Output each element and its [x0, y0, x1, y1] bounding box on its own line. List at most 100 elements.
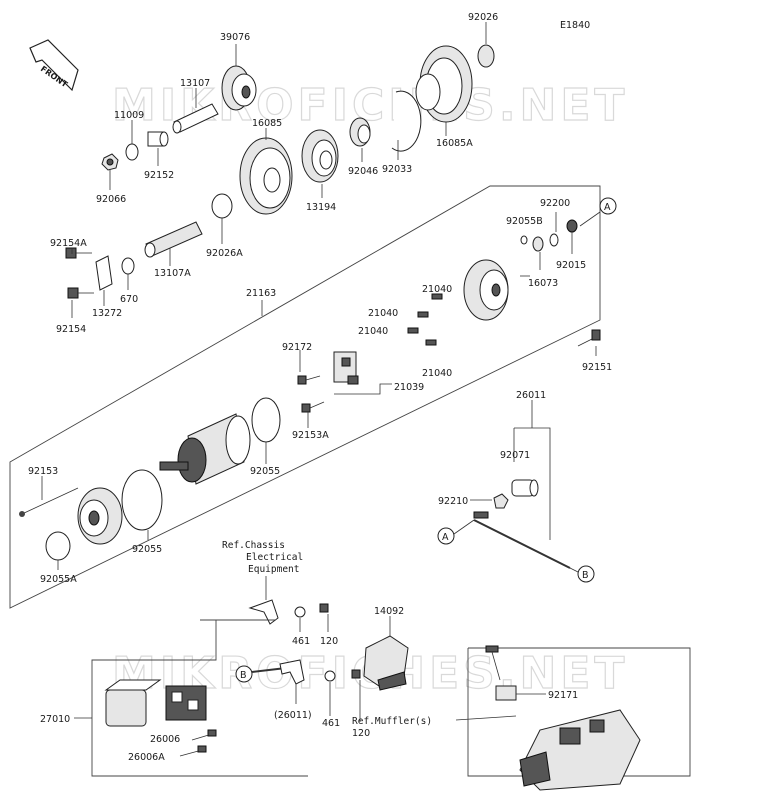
gear-16085-icon — [239, 137, 293, 215]
label-461-upper: 461 — [292, 636, 310, 647]
clamp-92171-icon — [495, 685, 517, 701]
marker-a-bottom — [437, 527, 455, 545]
boot-92071-icon — [511, 479, 539, 497]
nut-92210-icon — [493, 493, 509, 509]
label-92066: 92066 — [96, 194, 126, 205]
shaft-13107A-icon — [144, 221, 203, 258]
label-21040-a: 21040 — [422, 284, 452, 295]
washer-461-lower-icon — [324, 670, 336, 682]
label-92071: 92071 — [500, 450, 530, 461]
o-ring-92055-lower-icon — [121, 469, 163, 531]
marker-b-right — [577, 565, 595, 583]
label-120-lower: 120 — [352, 728, 370, 739]
ref-chassis-line2: Electrical — [246, 552, 303, 563]
label-92153: 92153 — [28, 466, 58, 477]
label-92151: 92151 — [582, 362, 612, 373]
terminal-26006A-icon — [179, 745, 207, 757]
clutch-13194-icon — [301, 129, 339, 183]
collar-92152-icon — [147, 131, 169, 147]
label-26011-paren: (26011) — [274, 710, 312, 721]
bolt-92151-icon — [577, 329, 601, 347]
bracket-upper-icon — [248, 599, 279, 625]
gear-39076-icon — [221, 65, 257, 111]
label-92172: 92172 — [282, 342, 312, 353]
washer-11009-icon — [125, 143, 139, 161]
label-16085: 16085 — [252, 118, 282, 129]
label-21040-c: 21040 — [358, 326, 388, 337]
label-120-upper: 120 — [320, 636, 338, 647]
bracket-13272-icon — [95, 255, 113, 291]
label-92153A: 92153A — [292, 430, 329, 441]
label-13107A: 13107A — [154, 268, 191, 279]
label-92154: 92154 — [56, 324, 86, 335]
label-92015: 92015 — [556, 260, 586, 271]
label-21163: 21163 — [246, 288, 276, 299]
label-92152: 92152 — [144, 170, 174, 181]
label-461-lower: 461 — [322, 718, 340, 729]
label-92033: 92033 — [382, 164, 412, 175]
label-13107: 13107 — [180, 78, 210, 89]
label-92055A: 92055A — [40, 574, 77, 585]
label-670: 670 — [120, 294, 138, 305]
washer-461-upper-icon — [294, 606, 306, 618]
gear-16085A-icon — [415, 45, 473, 123]
label-26006A: 26006A — [128, 752, 165, 763]
label-92046: 92046 — [348, 166, 378, 177]
label-16085A: 16085A — [436, 138, 473, 149]
snap-ring-92033-icon — [391, 90, 422, 152]
label-39076: 39076 — [220, 32, 250, 43]
ring-670-icon — [121, 257, 135, 275]
label-21039: 21039 — [394, 382, 424, 393]
brush-holder-21039-icon — [333, 351, 359, 385]
bolt-120-upper-icon — [319, 603, 329, 613]
label-92210: 92210 — [438, 496, 468, 507]
label-92154A: 92154A — [50, 238, 87, 249]
ref-chassis-line3: Equipment — [248, 564, 299, 575]
marker-b-bottom-label: B — [240, 670, 247, 681]
starter-cable-icon — [473, 519, 571, 569]
marker-a-top-label: A — [604, 202, 611, 213]
diagram-code: E1840 — [560, 20, 590, 31]
washer-92026A-icon — [211, 193, 233, 219]
o-ring-92055A-icon — [45, 531, 71, 561]
label-16073: 16073 — [528, 278, 558, 289]
front-arrow-icon: FRONT — [29, 39, 79, 92]
nut-92015-icon — [566, 219, 578, 233]
starter-assembly-frame — [9, 185, 601, 609]
marker-a-bottom-label: A — [442, 532, 449, 543]
label-27010: 27010 — [40, 714, 70, 725]
label-92055-lower: 92055 — [132, 544, 162, 555]
label-92055-upper: 92055 — [250, 466, 280, 477]
ref-muffler-label: Ref.Muffler(s) — [352, 716, 432, 727]
washer-92055B-icon — [520, 235, 528, 245]
relay-27010-icon — [104, 679, 207, 727]
label-26011: 26011 — [516, 390, 546, 401]
terminal-26006-icon — [191, 729, 217, 741]
screw-92172-icon — [297, 375, 321, 385]
nut-92066-icon — [101, 153, 119, 171]
brush-springs-21040-icon — [407, 293, 443, 346]
label-14092: 14092 — [374, 606, 404, 617]
bearing-92046-icon — [349, 117, 371, 147]
muffler-icon — [519, 709, 641, 791]
o-ring-92055-upper-icon — [251, 397, 281, 443]
marker-b-right-label: B — [582, 570, 589, 581]
ref-chassis-line1: Ref.Chassis — [222, 540, 285, 551]
bolt-92154-icon — [67, 287, 94, 299]
bolt-92154A-icon — [65, 247, 92, 259]
label-13272: 13272 — [92, 308, 122, 319]
label-92055B: 92055B — [506, 216, 543, 227]
washer-92200-icon — [532, 236, 544, 252]
label-13194: 13194 — [306, 202, 336, 213]
shaft-13107-icon — [172, 103, 219, 134]
screw-92171-icon — [485, 645, 501, 681]
bolt-92153A-icon — [301, 401, 325, 413]
front-cover-icon — [77, 487, 123, 545]
cover-14092-icon — [363, 635, 409, 691]
label-11009: 11009 — [114, 110, 144, 121]
label-92200: 92200 — [540, 198, 570, 209]
marker-b-bottom — [235, 665, 253, 683]
washer-92026-icon — [477, 44, 495, 68]
